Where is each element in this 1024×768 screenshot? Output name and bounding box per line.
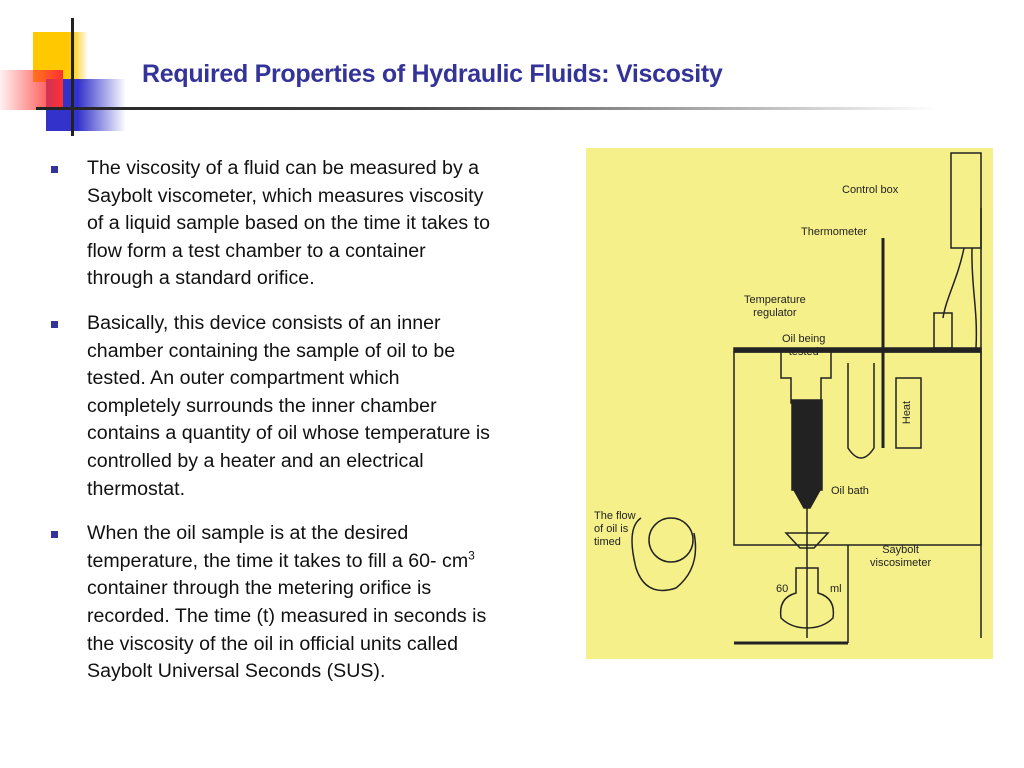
- bullet-marker: [51, 531, 58, 539]
- bullet-text: of a liquid sample based on the time it …: [87, 212, 490, 235]
- control-wires: [942, 247, 978, 349]
- bullet-text: temperature, the time it takes to fill a…: [87, 548, 588, 576]
- bullet-text: When the oil sample is at the desired: [87, 522, 409, 545]
- label-line: Oil being: [782, 333, 826, 345]
- title-divider: [36, 107, 936, 110]
- bullet-text: Basically, this device consists of an in…: [87, 311, 441, 334]
- bullet-list: The viscosity of a fluid can be measured…: [48, 155, 588, 703]
- bullet-text: recorded. The time (t) measured in secon…: [87, 604, 487, 627]
- label-thermometer: Thermometer: [801, 226, 868, 238]
- label-saybolt-viscosimeter: Saybolt viscosimeter: [870, 544, 931, 570]
- bullet-text: through a standard orifice.: [87, 267, 315, 290]
- label-ml: ml: [830, 583, 842, 595]
- label-flow-timed: The flow of oil is timed: [594, 510, 636, 549]
- control-box-shape: [950, 152, 982, 249]
- saybolt-viscometer-diagram: Control box Thermometer Temperature regu…: [586, 148, 993, 659]
- label-control-box: Control box: [842, 184, 899, 196]
- diagram-drawing: [631, 152, 982, 645]
- slide-logo-decoration: [0, 0, 140, 140]
- bullet-text: controlled by a heater and an electrical: [87, 449, 424, 472]
- bullet-text: contains a quantity of oil whose tempera…: [87, 422, 490, 445]
- label-line: Temperature: [744, 294, 806, 306]
- oil-bath-housing: [733, 351, 982, 546]
- slide-title: Required Properties of Hydraulic Fluids:…: [142, 60, 723, 88]
- bullet-item: When the oil sample is at the desired te…: [48, 520, 588, 686]
- stopwatch-shape: [648, 517, 694, 563]
- funnel-shape: [784, 532, 830, 549]
- heat-element: [895, 377, 922, 449]
- bullet-text: tested. An outer compartment which: [87, 367, 400, 390]
- bullet-text: container through the metering orifice i…: [87, 577, 432, 600]
- bullet-text: the viscosity of the oil in official uni…: [87, 632, 459, 655]
- orifice: [793, 489, 821, 509]
- label-temperature-regulator: Temperature regulator: [744, 294, 806, 320]
- flask-shape: [779, 567, 835, 629]
- bullet-item: Basically, this device consists of an in…: [48, 310, 588, 503]
- bullet-text: flow form a test chamber to a container: [87, 239, 426, 262]
- bullet-text: chamber containing the sample of oil to …: [87, 339, 456, 362]
- oil-sample: [791, 399, 823, 491]
- label-line: viscosimeter: [870, 557, 932, 569]
- label-heat: Heat: [901, 400, 914, 425]
- label-line: regulator: [753, 307, 797, 319]
- label-line: of oil is: [594, 523, 629, 535]
- label-60: 60: [776, 583, 789, 595]
- heater-coil: [847, 363, 875, 459]
- chamber-top: [780, 352, 832, 404]
- label-oil-being-tested: Oil being tested: [782, 333, 825, 359]
- bullet-text-part: temperature, the time it takes to fill a…: [87, 549, 469, 572]
- label-line: Saybolt: [882, 544, 919, 556]
- bullet-text: The viscosity of a fluid can be measured…: [87, 157, 480, 179]
- superscript: 3: [468, 548, 475, 563]
- plug-shape: [933, 312, 953, 349]
- bullet-text: thermostat.: [87, 477, 186, 500]
- bullet-text: Saybolt Universal Seconds (SUS).: [87, 660, 386, 683]
- bullet-text: Saybolt viscometer, which measures visco…: [87, 184, 484, 207]
- label-oil-bath: Oil bath: [831, 485, 869, 497]
- label-line: timed: [594, 536, 621, 548]
- bullet-text: completely surrounds the inner chamber: [87, 394, 437, 417]
- hand-shape: [631, 517, 697, 592]
- label-line: tested: [788, 346, 819, 358]
- bullet-item: The viscosity of a fluid can be measured…: [48, 155, 588, 293]
- bullet-marker: [51, 320, 58, 328]
- bullet-marker: [51, 166, 58, 173]
- label-line: The flow: [594, 510, 636, 522]
